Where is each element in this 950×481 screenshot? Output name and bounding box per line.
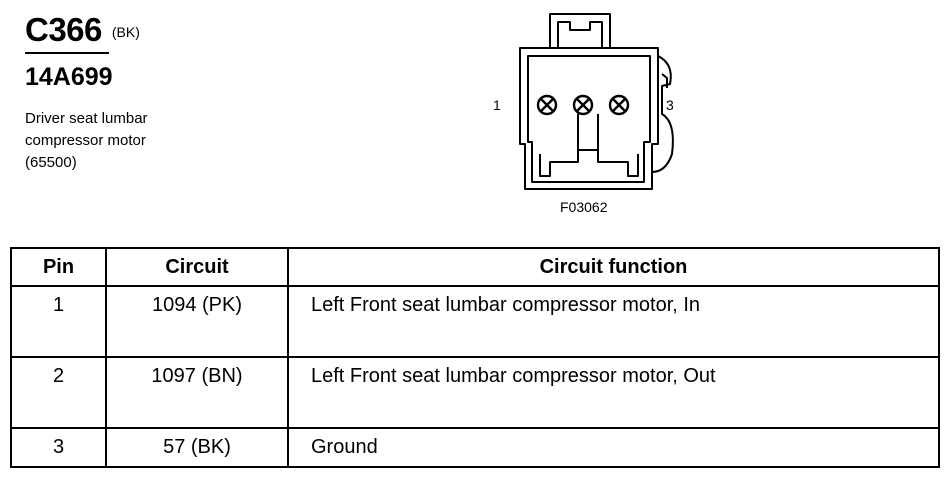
cell-circuit: 1094 (PK) — [105, 285, 289, 358]
cell-pin: 2 — [10, 356, 107, 429]
figure-code: F03062 — [560, 199, 608, 215]
pin-cavity-1 — [536, 94, 558, 116]
pin-cavity-3 — [608, 94, 630, 116]
title-underline — [25, 52, 109, 54]
pin-cavity-2 — [572, 94, 594, 116]
connector-header: C366 (BK) 14A699 Driver seat lumbar compr… — [25, 10, 285, 174]
connector-side-lock — [651, 55, 674, 173]
pin-table: Pin Circuit Circuit function 1 1094 (PK)… — [10, 247, 940, 468]
part-number: 14A699 — [25, 63, 113, 91]
connector-side-lock-inner — [661, 73, 668, 88]
table-row: 2 1097 (BN) Left Front seat lumbar compr… — [10, 356, 940, 429]
connector-housing-outer — [519, 47, 659, 190]
cell-pin: 1 — [10, 285, 107, 358]
cell-circuit: 57 (BK) — [105, 427, 289, 468]
table-row: 1 1094 (PK) Left Front seat lumbar compr… — [10, 285, 940, 358]
connector-face-diagram: 1 3 F03062 — [480, 4, 710, 224]
connector-latch-inner — [557, 21, 603, 48]
connector-description: Driver seat lumbar compressor motor (655… — [25, 108, 285, 174]
pin-1-label: 1 — [493, 97, 501, 113]
connector-key-rail — [539, 150, 639, 177]
table-row: 3 57 (BK) Ground — [10, 427, 940, 468]
cell-pin: 3 — [10, 427, 107, 468]
pin-3-label: 3 — [666, 97, 674, 113]
table-header-row: Pin Circuit Circuit function — [10, 247, 940, 287]
header-circuit: Circuit — [105, 247, 289, 287]
connector-latch — [549, 13, 611, 48]
connector-key — [577, 114, 599, 151]
cell-circuit: 1097 (BN) — [105, 356, 289, 429]
header-pin: Pin — [10, 247, 107, 287]
description-line: (65500) — [25, 154, 77, 171]
connector-face-svg: 1 3 F03062 — [493, 13, 674, 215]
connector-housing-inner — [527, 55, 651, 183]
cell-function: Ground — [287, 427, 940, 468]
cell-function: Left Front seat lumbar compressor motor,… — [287, 356, 940, 429]
description-line: compressor motor — [25, 132, 146, 149]
connector-color: (BK) — [111, 24, 140, 40]
header-circuit-function: Circuit function — [287, 247, 940, 287]
connector-id: C366 — [25, 11, 102, 48]
cell-function: Left Front seat lumbar compressor motor,… — [287, 285, 940, 358]
description-line: Driver seat lumbar — [25, 110, 148, 127]
